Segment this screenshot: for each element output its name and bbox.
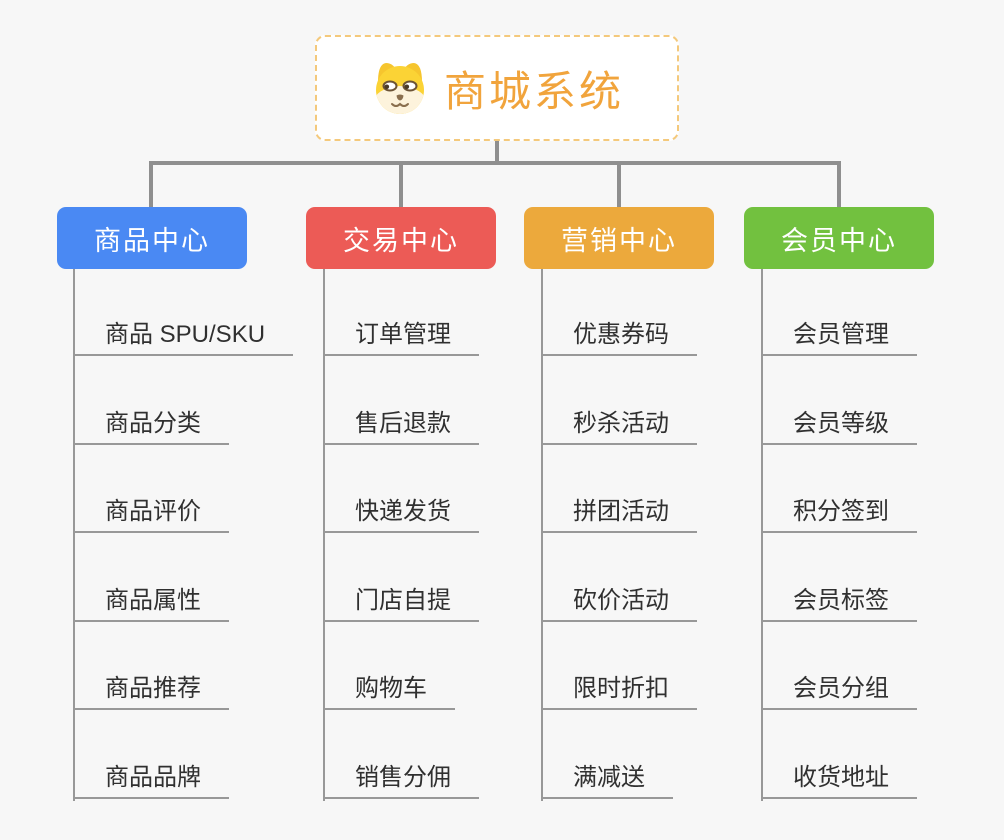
leaf-node[interactable]: 砍价活动 (541, 586, 697, 622)
leaf-node[interactable]: 购物车 (323, 674, 455, 710)
branch-node-trade-center[interactable]: 交易中心 (306, 207, 496, 269)
leaf-node[interactable]: 收货地址 (761, 763, 917, 799)
leaf-node[interactable]: 商品 SPU/SKU (73, 320, 294, 356)
leaf-node[interactable]: 限时折扣 (541, 674, 697, 710)
leaf-node[interactable]: 拼团活动 (541, 497, 697, 533)
child-spine-trade (323, 269, 325, 801)
connector-drop-product (149, 161, 153, 208)
leaf-node[interactable]: 商品品牌 (73, 763, 229, 799)
leaf-node[interactable]: 商品属性 (73, 586, 229, 622)
connector-drop-member (837, 161, 841, 208)
leaf-node[interactable]: 售后退款 (323, 409, 479, 445)
connector-drop-trade (399, 161, 403, 208)
leaf-node[interactable]: 满减送 (541, 763, 673, 799)
leaf-node[interactable]: 快递发货 (323, 497, 479, 533)
leaf-node[interactable]: 门店自提 (323, 586, 479, 622)
leaf-node[interactable]: 积分签到 (761, 497, 917, 533)
root-node[interactable]: 商城系统 (315, 35, 679, 141)
leaf-node[interactable]: 会员管理 (761, 320, 917, 356)
leaf-node[interactable]: 商品评价 (73, 497, 229, 533)
child-spine-product (73, 269, 75, 801)
leaf-node[interactable]: 会员标签 (761, 586, 917, 622)
connector-drop-marketing (617, 161, 621, 208)
branch-node-member-center[interactable]: 会员中心 (744, 207, 934, 269)
leaf-node[interactable]: 销售分佣 (323, 763, 479, 799)
leaf-node[interactable]: 会员等级 (761, 409, 917, 445)
child-spine-marketing (541, 269, 543, 801)
connector-root-stem (495, 141, 499, 164)
connector-bus (149, 161, 841, 165)
leaf-node[interactable]: 商品推荐 (73, 674, 229, 710)
leaf-node[interactable]: 商品分类 (73, 409, 229, 445)
root-title: 商城系统 (443, 67, 624, 115)
leaf-node[interactable]: 会员分组 (761, 674, 917, 710)
branch-node-marketing-center[interactable]: 营销中心 (524, 207, 714, 269)
leaf-node[interactable]: 优惠券码 (541, 320, 697, 356)
dog-face-icon (370, 60, 430, 116)
leaf-node[interactable]: 订单管理 (323, 320, 479, 356)
child-spine-member (761, 269, 763, 801)
branch-node-product-center[interactable]: 商品中心 (57, 207, 247, 269)
leaf-node[interactable]: 秒杀活动 (541, 409, 697, 445)
